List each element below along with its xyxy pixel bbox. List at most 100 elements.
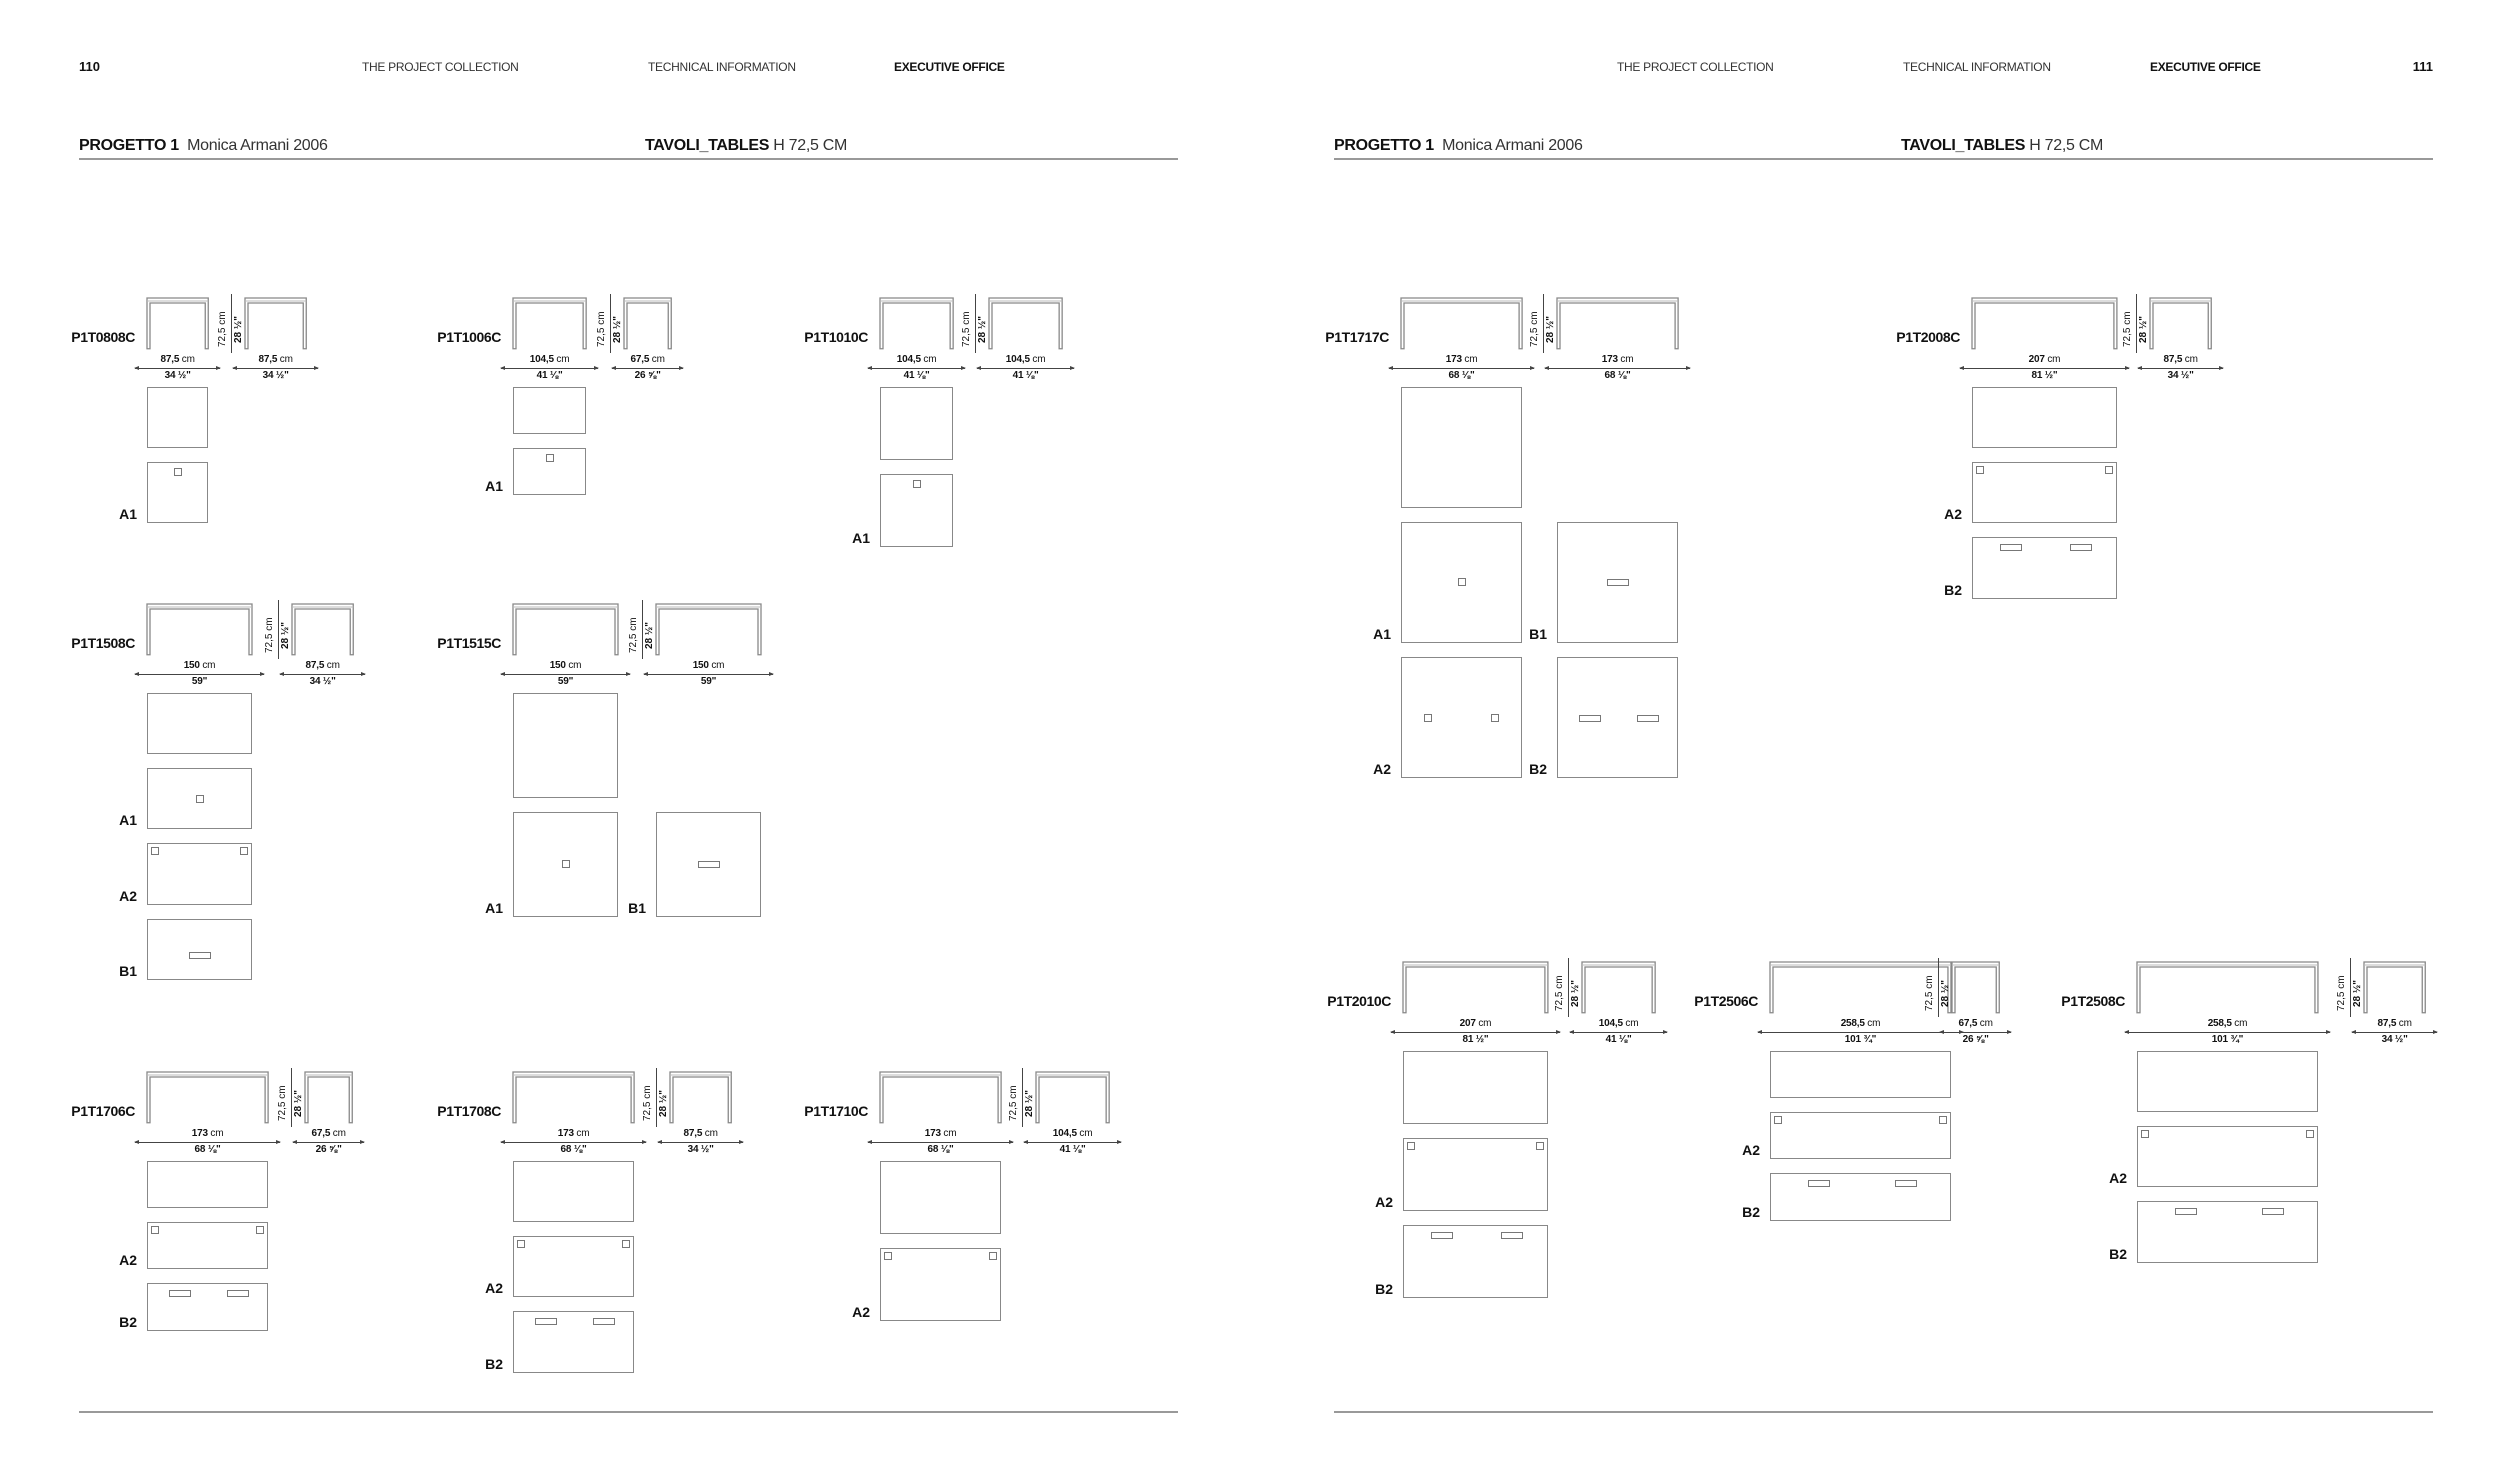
height-dimension-line (610, 294, 611, 353)
product-code: P1T1515C (437, 634, 501, 651)
width-dimension-inch: 81 ½" (1462, 1033, 1489, 1045)
cable-slot-icon (1807, 1180, 1830, 1188)
plan-view (147, 918, 252, 980)
width-dimension-cm: 173 cm (1445, 353, 1478, 365)
height-dimension-cm: 72,5 cm (596, 311, 607, 347)
width-dimension-inch: 34 ½" (262, 369, 289, 381)
arrow-left-icon (2137, 365, 2142, 370)
cable-slot-icon (1431, 1232, 1454, 1240)
dimension-line (1940, 1031, 2012, 1033)
arrow-left-icon (134, 671, 139, 676)
dimension-line (2138, 367, 2224, 369)
cable-hole-icon (151, 847, 159, 856)
side-elevation (1951, 961, 2000, 1014)
dimension-value: 67,5 (630, 353, 650, 365)
cable-slot-icon (1578, 714, 1601, 722)
arrow-right-icon (1686, 365, 1692, 370)
width-dimension-cm: 87,5 cm (160, 353, 195, 365)
header-technical-left: TECHNICAL INFORMATION (648, 60, 796, 74)
arrow-right-icon (361, 671, 367, 676)
dimension-line (1024, 1141, 1122, 1143)
width-dimension-cm: 173 cm (1601, 353, 1634, 365)
dimension-line (501, 673, 630, 675)
variant-label: B1 (119, 962, 137, 979)
arrow-left-icon (611, 365, 616, 370)
width-dimension-cm: 150 cm (549, 659, 582, 671)
side-elevation (291, 603, 354, 656)
dimension-value: 104,5 (896, 353, 921, 365)
dimension-line (658, 1141, 744, 1143)
cable-hole-icon (884, 1251, 892, 1260)
height-dimension-line (231, 294, 232, 353)
dimension-line (1960, 367, 2129, 369)
height-dimension-cm: 72,5 cm (628, 617, 639, 653)
cable-slot-icon (2174, 1208, 2197, 1216)
height-dimension-line (975, 294, 976, 353)
variant-label: A2 (119, 887, 137, 904)
dimension-value: 150 (183, 659, 200, 671)
arrow-right-icon (1530, 365, 1536, 370)
plan-view (880, 1247, 1002, 1322)
arrow-right-icon (2219, 365, 2225, 370)
project-label: PROGETTO 1 (1334, 137, 1434, 154)
height-dimension-cm: 72,5 cm (264, 617, 275, 653)
dimension-value: 87,5 (160, 353, 180, 365)
plan-view (880, 1160, 1002, 1234)
cable-slot-icon (592, 1318, 615, 1326)
dimension-line (233, 367, 319, 369)
plan-view (1972, 462, 2117, 524)
dimension-line (501, 367, 599, 369)
footer-rule-left (79, 1411, 1178, 1413)
cable-hole-icon (912, 479, 921, 488)
side-elevation (988, 297, 1063, 350)
plan-view (513, 1311, 635, 1373)
cable-hole-icon (1491, 713, 1500, 722)
dimension-value: 173 (924, 1127, 941, 1139)
height-dimension-inch: 28 ½" (1024, 1089, 1035, 1117)
width-dimension-cm: 67,5 cm (630, 353, 665, 365)
plan-view (513, 811, 618, 917)
plan-view (513, 692, 618, 798)
product-code: P1T1508C (71, 634, 135, 651)
front-elevation (1402, 961, 1549, 1014)
dimension-line (1758, 1031, 1963, 1033)
side-elevation (244, 297, 307, 350)
cable-hole-icon (1774, 1116, 1782, 1124)
plan-view (147, 768, 252, 830)
width-dimension-cm: 173 cm (924, 1127, 957, 1139)
arrow-left-icon (976, 365, 981, 370)
arrow-right-icon (1663, 1029, 1669, 1034)
side-elevation (655, 603, 762, 656)
section-title-left: TAVOLI_TABLES H 72,5 CM (645, 137, 847, 155)
height-dimension-cm: 72,5 cm (1008, 1085, 1019, 1121)
height-dimension-line (1568, 958, 1569, 1017)
product-code: P1T2506C (1694, 992, 1758, 1009)
width-dimension-inch: 41 ⅛" (1059, 1143, 1086, 1155)
dimension-value: 104,5 (529, 353, 554, 365)
plan-view (1972, 386, 2117, 448)
cable-hole-icon (989, 1251, 998, 1260)
dimension-line (1389, 367, 1535, 369)
front-elevation (1971, 297, 2118, 350)
height-dimension-line (278, 600, 279, 659)
arrow-right-icon (360, 1139, 366, 1144)
front-elevation (146, 297, 209, 350)
dimension-value: 87,5 (258, 353, 278, 365)
cable-hole-icon (1407, 1141, 1415, 1150)
cable-slot-icon (2069, 544, 2092, 552)
front-elevation (512, 1071, 635, 1124)
width-dimension-cm: 87,5 cm (683, 1127, 718, 1139)
height-dimension-line (1543, 294, 1544, 353)
cable-hole-icon (240, 847, 248, 856)
product-code: P1T1706C (71, 1102, 135, 1119)
section-height: H 72,5 CM (2029, 137, 2104, 154)
height-dimension-cm: 72,5 cm (2122, 311, 2133, 347)
height-dimension-cm: 72,5 cm (961, 311, 972, 347)
variant-label: B2 (1742, 1203, 1760, 1220)
cable-slot-icon (534, 1318, 557, 1326)
side-elevation (2363, 961, 2426, 1014)
width-dimension-inch: 41 ⅛" (903, 369, 930, 381)
plan-view (880, 473, 954, 548)
arrow-left-icon (134, 1139, 139, 1144)
dimension-value: 67,5 (1958, 1017, 1978, 1029)
